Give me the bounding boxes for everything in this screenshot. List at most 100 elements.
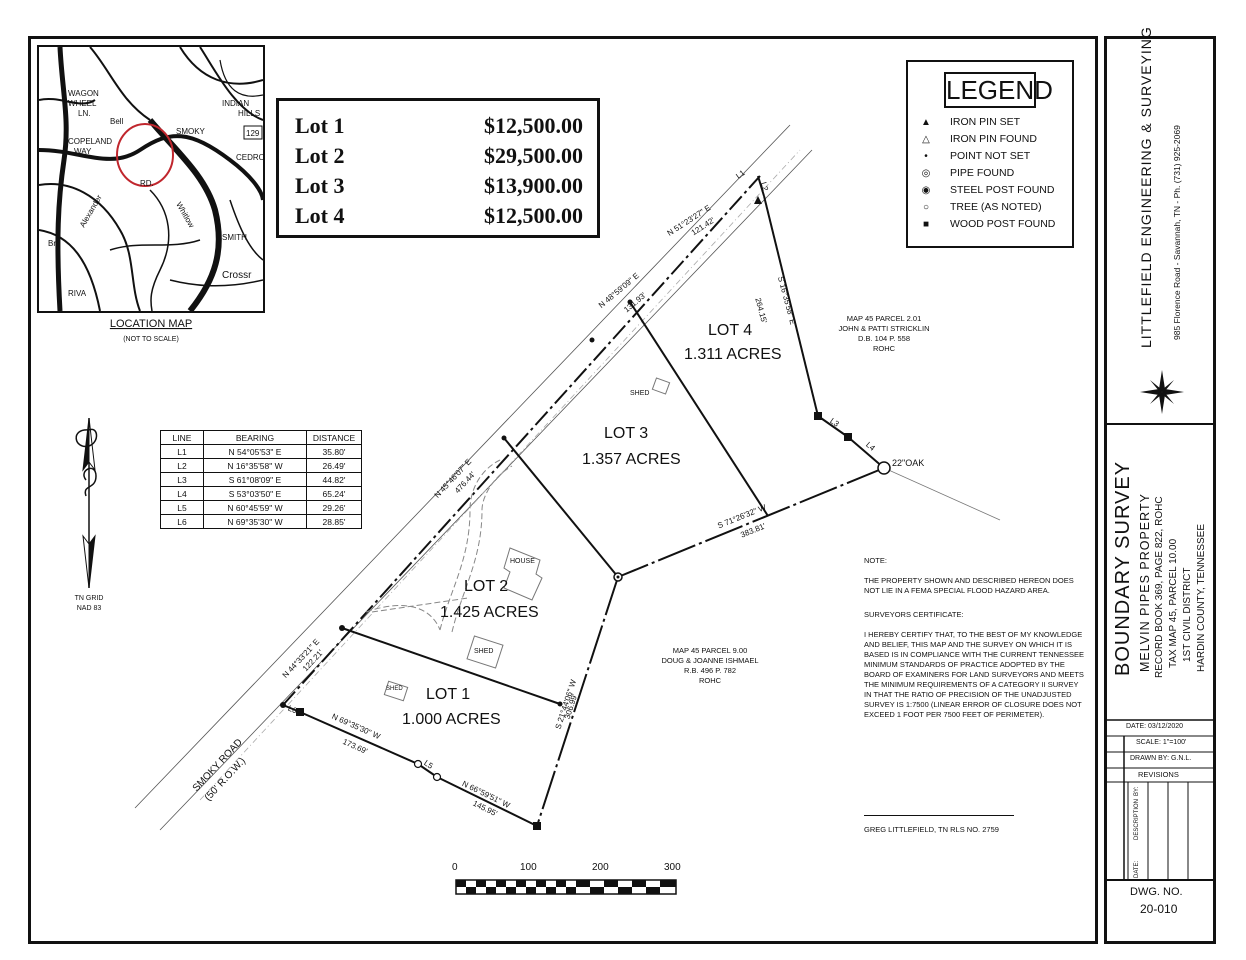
price-lot: Lot 3 bbox=[295, 173, 345, 198]
adjoiner-north: MAP 45 PARCEL 2.01 JOHN & PATTI STRICKLI… bbox=[822, 314, 946, 354]
point-icon bbox=[557, 701, 563, 707]
location-map-title: LOCATION MAP bbox=[110, 318, 192, 330]
scale-label-300: 300 bbox=[664, 862, 681, 873]
pipe-found-icon bbox=[413, 759, 423, 769]
price-lot: Lot 1 bbox=[295, 113, 345, 138]
table-cell: S 61°08'09" E bbox=[203, 472, 307, 487]
map-label-wheel: WHEEL bbox=[68, 99, 97, 108]
table-cell: 65.24' bbox=[306, 486, 362, 501]
adjoiner-north-line3: D.B. 104 P. 558 bbox=[858, 334, 910, 343]
table-cell: N 60°45'59" W bbox=[203, 500, 307, 515]
iron-pin-set-icon bbox=[754, 196, 762, 204]
legend-label: WOOD POST FOUND bbox=[950, 218, 1056, 230]
price-lot: Lot 4 bbox=[295, 203, 345, 228]
map-label-riva: RIVA bbox=[68, 289, 87, 298]
shed-label-lot2: SHED bbox=[474, 648, 494, 655]
record-book: RECORD BOOK 369, PAGE 822, ROHC bbox=[1154, 496, 1165, 678]
lot2-name: LOT 2 bbox=[464, 578, 509, 595]
adjoiner-north-line2: JOHN & PATTI STRICKLIN bbox=[838, 324, 930, 333]
route-shield-icon bbox=[243, 125, 263, 140]
signature: GREG LITTLEFIELD, TN RLS NO. 2759 bbox=[864, 825, 999, 834]
line-table-header: LINE BEARING DISTANCE bbox=[160, 430, 362, 445]
table-cell: 35.80' bbox=[306, 444, 362, 459]
table-cell: N 69°35'30" W bbox=[203, 514, 307, 529]
point-icon bbox=[627, 299, 633, 305]
wood-post-found-icon: ■ bbox=[922, 219, 930, 230]
iron-pin-found-icon: △ bbox=[922, 134, 930, 145]
revision-date-label: DATE: bbox=[1134, 860, 1140, 878]
wood-post-icon bbox=[814, 412, 822, 420]
iron-pin-set-icon: ▲ bbox=[921, 117, 931, 128]
legend-label: IRON PIN SET bbox=[950, 116, 1021, 128]
point-icon bbox=[589, 337, 595, 343]
cert-text: I HEREBY CERTIFY THAT, TO THE BEST OF MY… bbox=[864, 630, 1085, 719]
drawn-by: DRAWN BY: G.N.L. bbox=[1130, 755, 1192, 762]
legend-label: IRON PIN FOUND bbox=[950, 133, 1037, 145]
legend-label: PIPE FOUND bbox=[950, 167, 1015, 179]
legend-item: ▲ IRON PIN SET bbox=[918, 116, 1020, 133]
scale-label-0: 0 bbox=[452, 862, 458, 873]
revision-by-label: BY: bbox=[1134, 786, 1140, 796]
tree-icon bbox=[877, 461, 891, 475]
lot3-name: LOT 3 bbox=[604, 425, 649, 442]
legend: LEGEND ▲IRON PIN SET △IRON PIN FOUND •PO… bbox=[906, 60, 1074, 248]
map-label-hills: HILLS bbox=[238, 109, 260, 118]
map-label-crosser: Crossr bbox=[222, 270, 252, 281]
north-datum-label: NAD 83 bbox=[77, 605, 102, 612]
title-block-lines bbox=[1104, 370, 1216, 881]
table-cell: 28.85' bbox=[306, 514, 362, 529]
drawing-scale: SCALE: 1"=100' bbox=[1136, 739, 1187, 746]
drawing-date: DATE: 03/12/2020 bbox=[1126, 723, 1184, 730]
company-name: LITTLEFIELD ENGINEERING & SURVEYING bbox=[1138, 26, 1154, 348]
price-table: Lot 1 $12,500.00 Lot 2 $29,500.00 Lot 3 … bbox=[276, 98, 600, 238]
price-row: Lot 2 $29,500.00 bbox=[295, 143, 583, 173]
map-label-rd: RD. bbox=[140, 179, 154, 188]
legend-label: STEEL POST FOUND bbox=[950, 184, 1055, 196]
table-cell: L6 bbox=[160, 514, 204, 529]
map-label-way: WAY bbox=[74, 147, 92, 156]
price-amount: $12,500.00 bbox=[484, 113, 583, 138]
survey-markers bbox=[280, 196, 891, 830]
revisions-title: REVISIONS bbox=[1138, 770, 1179, 779]
legend-label: TREE (AS NOTED) bbox=[950, 201, 1042, 213]
revision-desc-label: DESCRIPTION bbox=[1134, 798, 1140, 840]
table-cell: L2 bbox=[160, 458, 204, 473]
point-icon bbox=[501, 435, 507, 441]
oak-label: 22"OAK bbox=[892, 458, 925, 468]
property-name: MELVIN PIPES PROPERTY bbox=[1138, 493, 1152, 672]
wood-post-icon bbox=[844, 433, 852, 441]
map-label-ln: LN. bbox=[78, 109, 90, 118]
table-cell: L3 bbox=[160, 472, 204, 487]
price-row: Lot 1 $12,500.00 bbox=[295, 113, 583, 143]
location-map: WAGON WHEEL LN. COPELAND WAY Bell SMOKY … bbox=[37, 45, 265, 343]
adjoiner-south: MAP 45 PARCEL 9.00 DOUG & JOANNE ISHMAEL… bbox=[648, 646, 772, 686]
adjoiner-south-line3: R.B. 496 P. 782 bbox=[684, 666, 736, 675]
lot4-name: LOT 4 bbox=[708, 322, 753, 339]
map-label-copeland: COPELAND bbox=[68, 137, 112, 146]
table-cell: 26.49' bbox=[306, 458, 362, 473]
table-cell: N 16°35'58" W bbox=[203, 458, 307, 473]
table-cell: L5 bbox=[160, 500, 204, 515]
signature-line bbox=[864, 815, 1014, 816]
lot1-name: LOT 1 bbox=[426, 686, 471, 703]
compass-rose-icon bbox=[1140, 370, 1184, 414]
survey-title: BOUNDARY SURVEY bbox=[1112, 460, 1134, 676]
table-cell: 29.26' bbox=[306, 500, 362, 515]
map-label-smith: SMITH bbox=[222, 233, 247, 242]
point-icon bbox=[339, 625, 345, 631]
legend-item: •POINT NOT SET bbox=[918, 150, 1030, 167]
title-block bbox=[1104, 36, 1216, 944]
cert-title: SURVEYORS CERTIFICATE: bbox=[864, 610, 964, 619]
county: HARDIN COUNTY, TENNESSEE bbox=[1196, 524, 1207, 672]
map-label-br: Br. bbox=[48, 239, 58, 248]
map-label-cedro: CEDRO bbox=[236, 153, 265, 162]
legend-item: ■ WOOD POST FOUND bbox=[918, 218, 1055, 235]
lot4-acres: 1.311 ACRES bbox=[684, 346, 782, 363]
legend-item: ◉STEEL POST FOUND bbox=[918, 184, 1055, 201]
